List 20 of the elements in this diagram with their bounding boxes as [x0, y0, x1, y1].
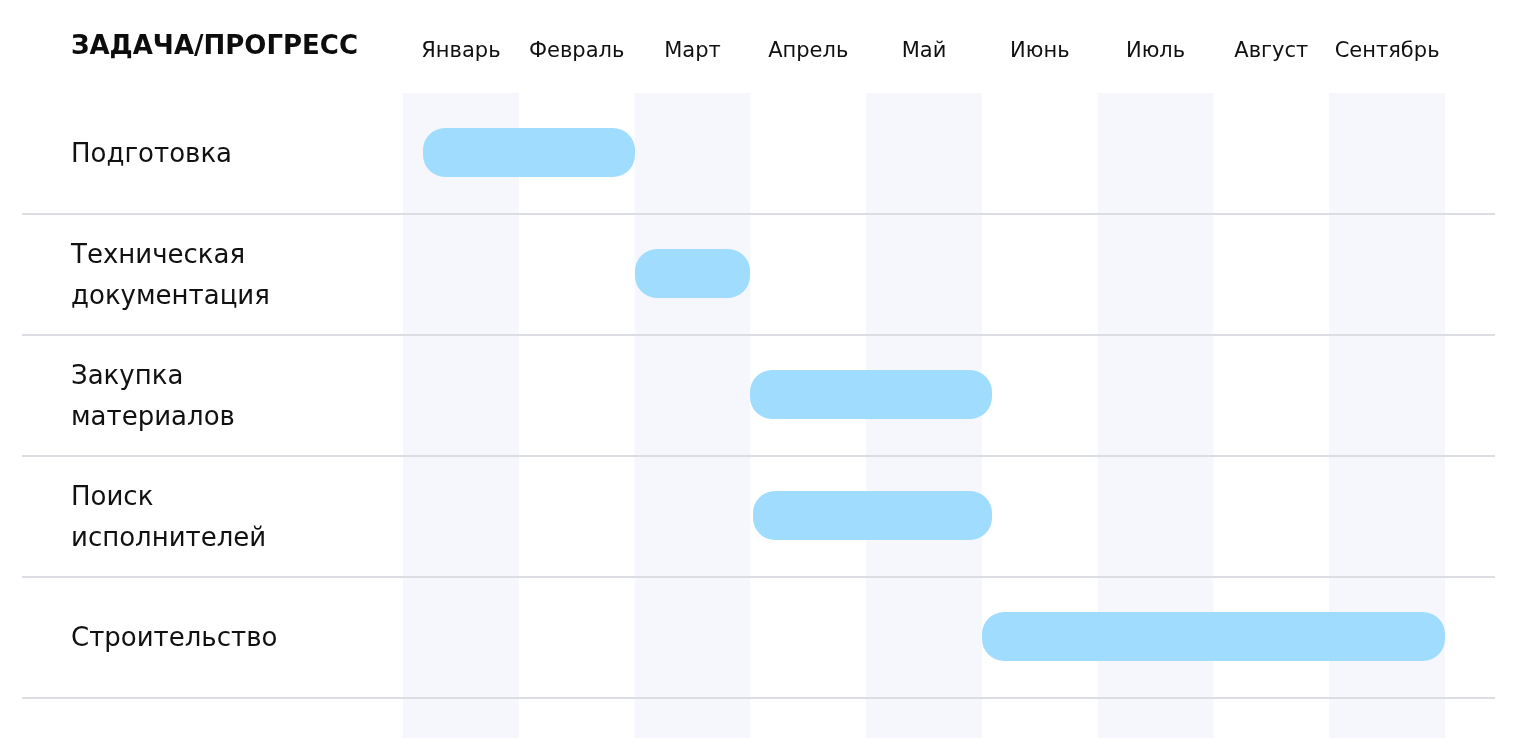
month-label: Февраль [528, 37, 625, 64]
month-label: Май [901, 37, 947, 64]
month-label: Март [664, 37, 721, 64]
gantt-bar [422, 127, 635, 177]
task-label: Строительство [71, 621, 278, 654]
column-header: ЗАДАЧА/ПРОГРЕСС [71, 29, 358, 62]
task-label: Подготовка [71, 137, 232, 170]
task-label: Закупка материалов [71, 358, 236, 433]
gantt-bar [981, 611, 1445, 661]
gantt-bar [750, 369, 993, 419]
task-label: Поиск исполнителей [71, 479, 268, 554]
gantt-bar [752, 490, 993, 540]
month-label: Сентябрь [1334, 37, 1440, 64]
task-label: Техническая документация [71, 237, 271, 312]
month-label: Август [1234, 37, 1309, 64]
month-label: Июль [1125, 37, 1186, 64]
month-label: Январь [421, 37, 501, 64]
month-label: Июнь [1010, 37, 1070, 64]
month-label: Апрель [768, 37, 849, 64]
gantt-bar [634, 248, 751, 298]
